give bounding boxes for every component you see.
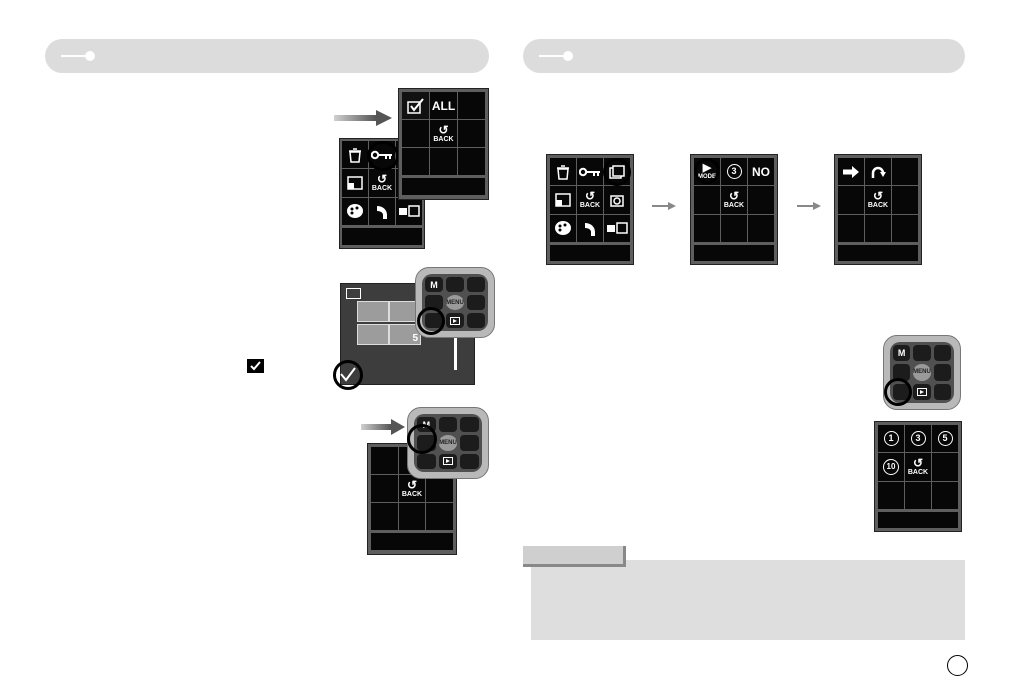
timer-value: 3: [726, 164, 742, 180]
arrow-right-icon: [334, 110, 392, 126]
right-section-header: [523, 39, 965, 73]
left-section-header: [45, 39, 489, 73]
delete-icon: [557, 164, 569, 180]
menu-cell-back[interactable]: ↺BACK: [369, 169, 395, 197]
menu-button[interactable]: MENU: [913, 364, 931, 381]
checkmark-icon: [340, 367, 356, 382]
effect-repeat-cell[interactable]: [865, 158, 891, 186]
color-palette-icon: [347, 204, 363, 219]
effect-icon: [585, 223, 595, 237]
rotate-icon: [610, 195, 624, 207]
interval-10-cell[interactable]: 10: [878, 453, 904, 481]
right-arrow-icon: [843, 165, 859, 178]
protect-cell-all[interactable]: ALL: [430, 92, 457, 119]
delete-icon: [349, 147, 361, 163]
menu-cell-rotate[interactable]: [604, 186, 630, 214]
back-arrow-icon: ↺: [376, 172, 388, 187]
menu-cell-resize[interactable]: [342, 169, 368, 197]
play-button[interactable]: [438, 453, 458, 469]
color-palette-icon: [555, 221, 571, 236]
m-button[interactable]: M: [425, 277, 443, 292]
thumbnail-4[interactable]: 5: [389, 324, 421, 345]
m-button[interactable]: M: [893, 345, 911, 362]
up-button[interactable]: [446, 277, 464, 292]
menu-cell-color[interactable]: [342, 197, 368, 225]
highlight-circle: [884, 378, 912, 406]
resize-icon: [555, 193, 571, 207]
slideshow-effect-screen: ↺BACK: [834, 154, 922, 265]
menu-button[interactable]: MENU: [438, 435, 458, 451]
play-button[interactable]: [913, 383, 931, 400]
protect-info-bar: [402, 178, 485, 195]
protect-key-icon: [579, 167, 600, 176]
menu-info-bar: [342, 228, 422, 245]
menu-button[interactable]: MENU: [446, 295, 464, 310]
dpof-icon: [607, 222, 628, 235]
highlight-circle: [333, 360, 363, 390]
thumbnail-3[interactable]: [357, 324, 389, 345]
thumbnail-1[interactable]: [357, 301, 389, 322]
play-icon: [442, 457, 453, 466]
note-box: [531, 560, 965, 640]
menu-cell-delete[interactable]: [342, 141, 368, 169]
interval-1-cell[interactable]: 1: [878, 425, 904, 453]
page-number-circle: [947, 655, 968, 676]
protect-confirm-screen: ↺BACK: [367, 443, 457, 555]
protect-cell-back[interactable]: ↺BACK: [430, 120, 457, 147]
interval-3-cell[interactable]: 3: [905, 425, 931, 453]
play-button[interactable]: [446, 313, 464, 328]
protect-submenu-screen: ALL ↺BACK: [398, 88, 489, 200]
play-mode-badge: [346, 288, 361, 299]
inline-checkbox-icon: [247, 359, 264, 373]
dpof-icon: [399, 205, 420, 218]
menu-cell-effect[interactable]: [369, 197, 395, 225]
right-button[interactable]: [467, 295, 485, 310]
back-arrow-icon: ↺: [438, 123, 449, 137]
highlight-circle: [694, 158, 720, 184]
confirm-info-bar: [371, 533, 453, 550]
arrow-right-icon: [361, 419, 405, 435]
play-icon: [450, 316, 460, 325]
slider-bar: [454, 338, 457, 370]
menu-cell-dpof[interactable]: [396, 197, 422, 225]
back-arrow-icon: ↺: [584, 189, 596, 204]
arrow-right-icon: [652, 202, 676, 210]
protect-cell-select[interactable]: [402, 92, 429, 119]
back-arrow-icon: ↺: [728, 189, 740, 204]
checkmark-icon: [406, 97, 424, 114]
back-arrow-icon: ↺: [912, 456, 924, 471]
effect-next-cell[interactable]: [838, 158, 864, 186]
resize-icon: [347, 176, 363, 190]
highlight-circle: [367, 141, 399, 171]
highlight-circle: [407, 424, 437, 454]
back-arrow-icon: ↺: [872, 189, 884, 204]
curve-arrow-icon: [871, 166, 886, 178]
highlight-circle: [603, 158, 631, 186]
interval-5-cell[interactable]: 5: [932, 425, 958, 453]
note-tab: [523, 546, 626, 567]
interval-menu-screen: 1 3 5 10 ↺BACK: [874, 421, 962, 532]
play-icon: [916, 387, 927, 396]
arrow-right-icon: [797, 202, 821, 210]
left-button[interactable]: [425, 295, 443, 310]
confirm-cell-back[interactable]: ↺BACK: [398, 475, 426, 502]
highlight-circle: [417, 307, 445, 335]
thumbnail-count: 5: [412, 333, 418, 344]
back-arrow-icon: ↺: [406, 478, 418, 492]
slideshow-interval-cell[interactable]: 3: [721, 158, 747, 186]
slideshow-no-cell[interactable]: NO: [748, 158, 774, 186]
effect-icon: [377, 206, 387, 220]
